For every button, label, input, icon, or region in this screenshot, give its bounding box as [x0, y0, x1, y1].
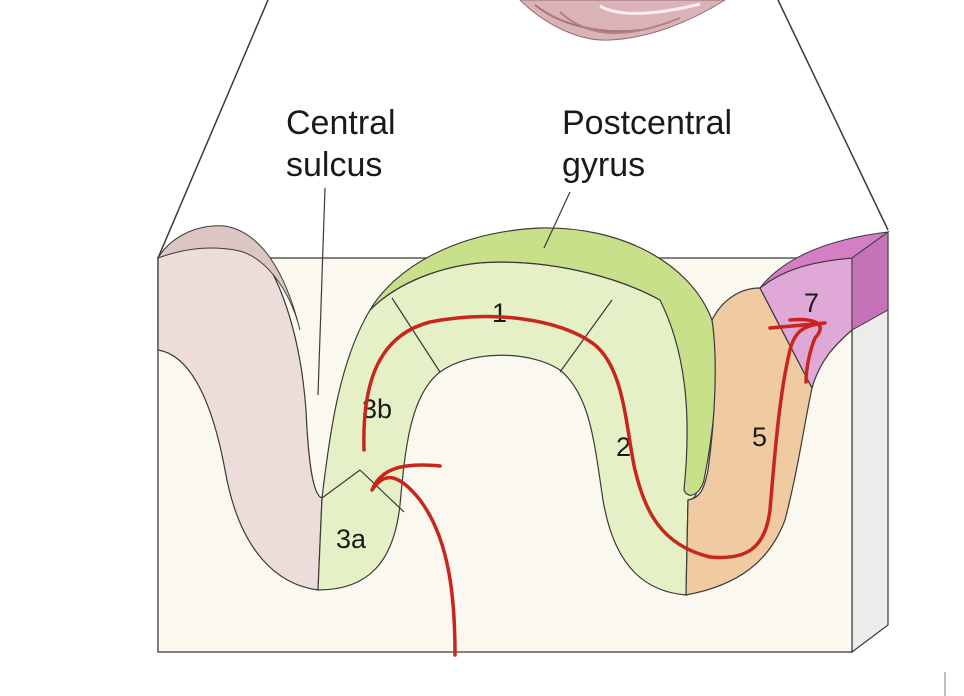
boundary-1-2 — [559, 299, 613, 373]
central-sulcus-leader — [317, 187, 326, 396]
area-7-side — [851, 231, 889, 331]
precentral-top-face — [156, 225, 301, 331]
projection-line-left — [157, 0, 269, 259]
area-7-label: 7 — [804, 288, 819, 318]
boundary-3a-3b-2 — [359, 469, 405, 513]
postcentral-gyrus-label-1: Postcentral — [562, 104, 732, 142]
projection-line-right — [777, 0, 889, 231]
boundary-3b-1 — [391, 297, 441, 373]
area-3a-label: 3a — [336, 524, 367, 554]
central-sulcus-label-1: Central — [286, 104, 396, 142]
postcentral-gyrus-leader — [543, 191, 571, 249]
brain-fragment-image — [519, 0, 726, 41]
postcentral-gyrus-label-2: gyrus — [562, 146, 645, 184]
area-2-label: 2 — [616, 432, 631, 462]
red-annotation — [362, 314, 827, 657]
area-1-label: 1 — [492, 298, 507, 328]
annotation-hook-path — [370, 463, 457, 657]
central-sulcus-label-2: sulcus — [286, 146, 382, 184]
boundary-3a-3b — [321, 469, 361, 499]
postcentral-crown — [369, 227, 717, 496]
area-5-label: 5 — [752, 422, 767, 452]
annotation-long-path — [362, 314, 827, 560]
